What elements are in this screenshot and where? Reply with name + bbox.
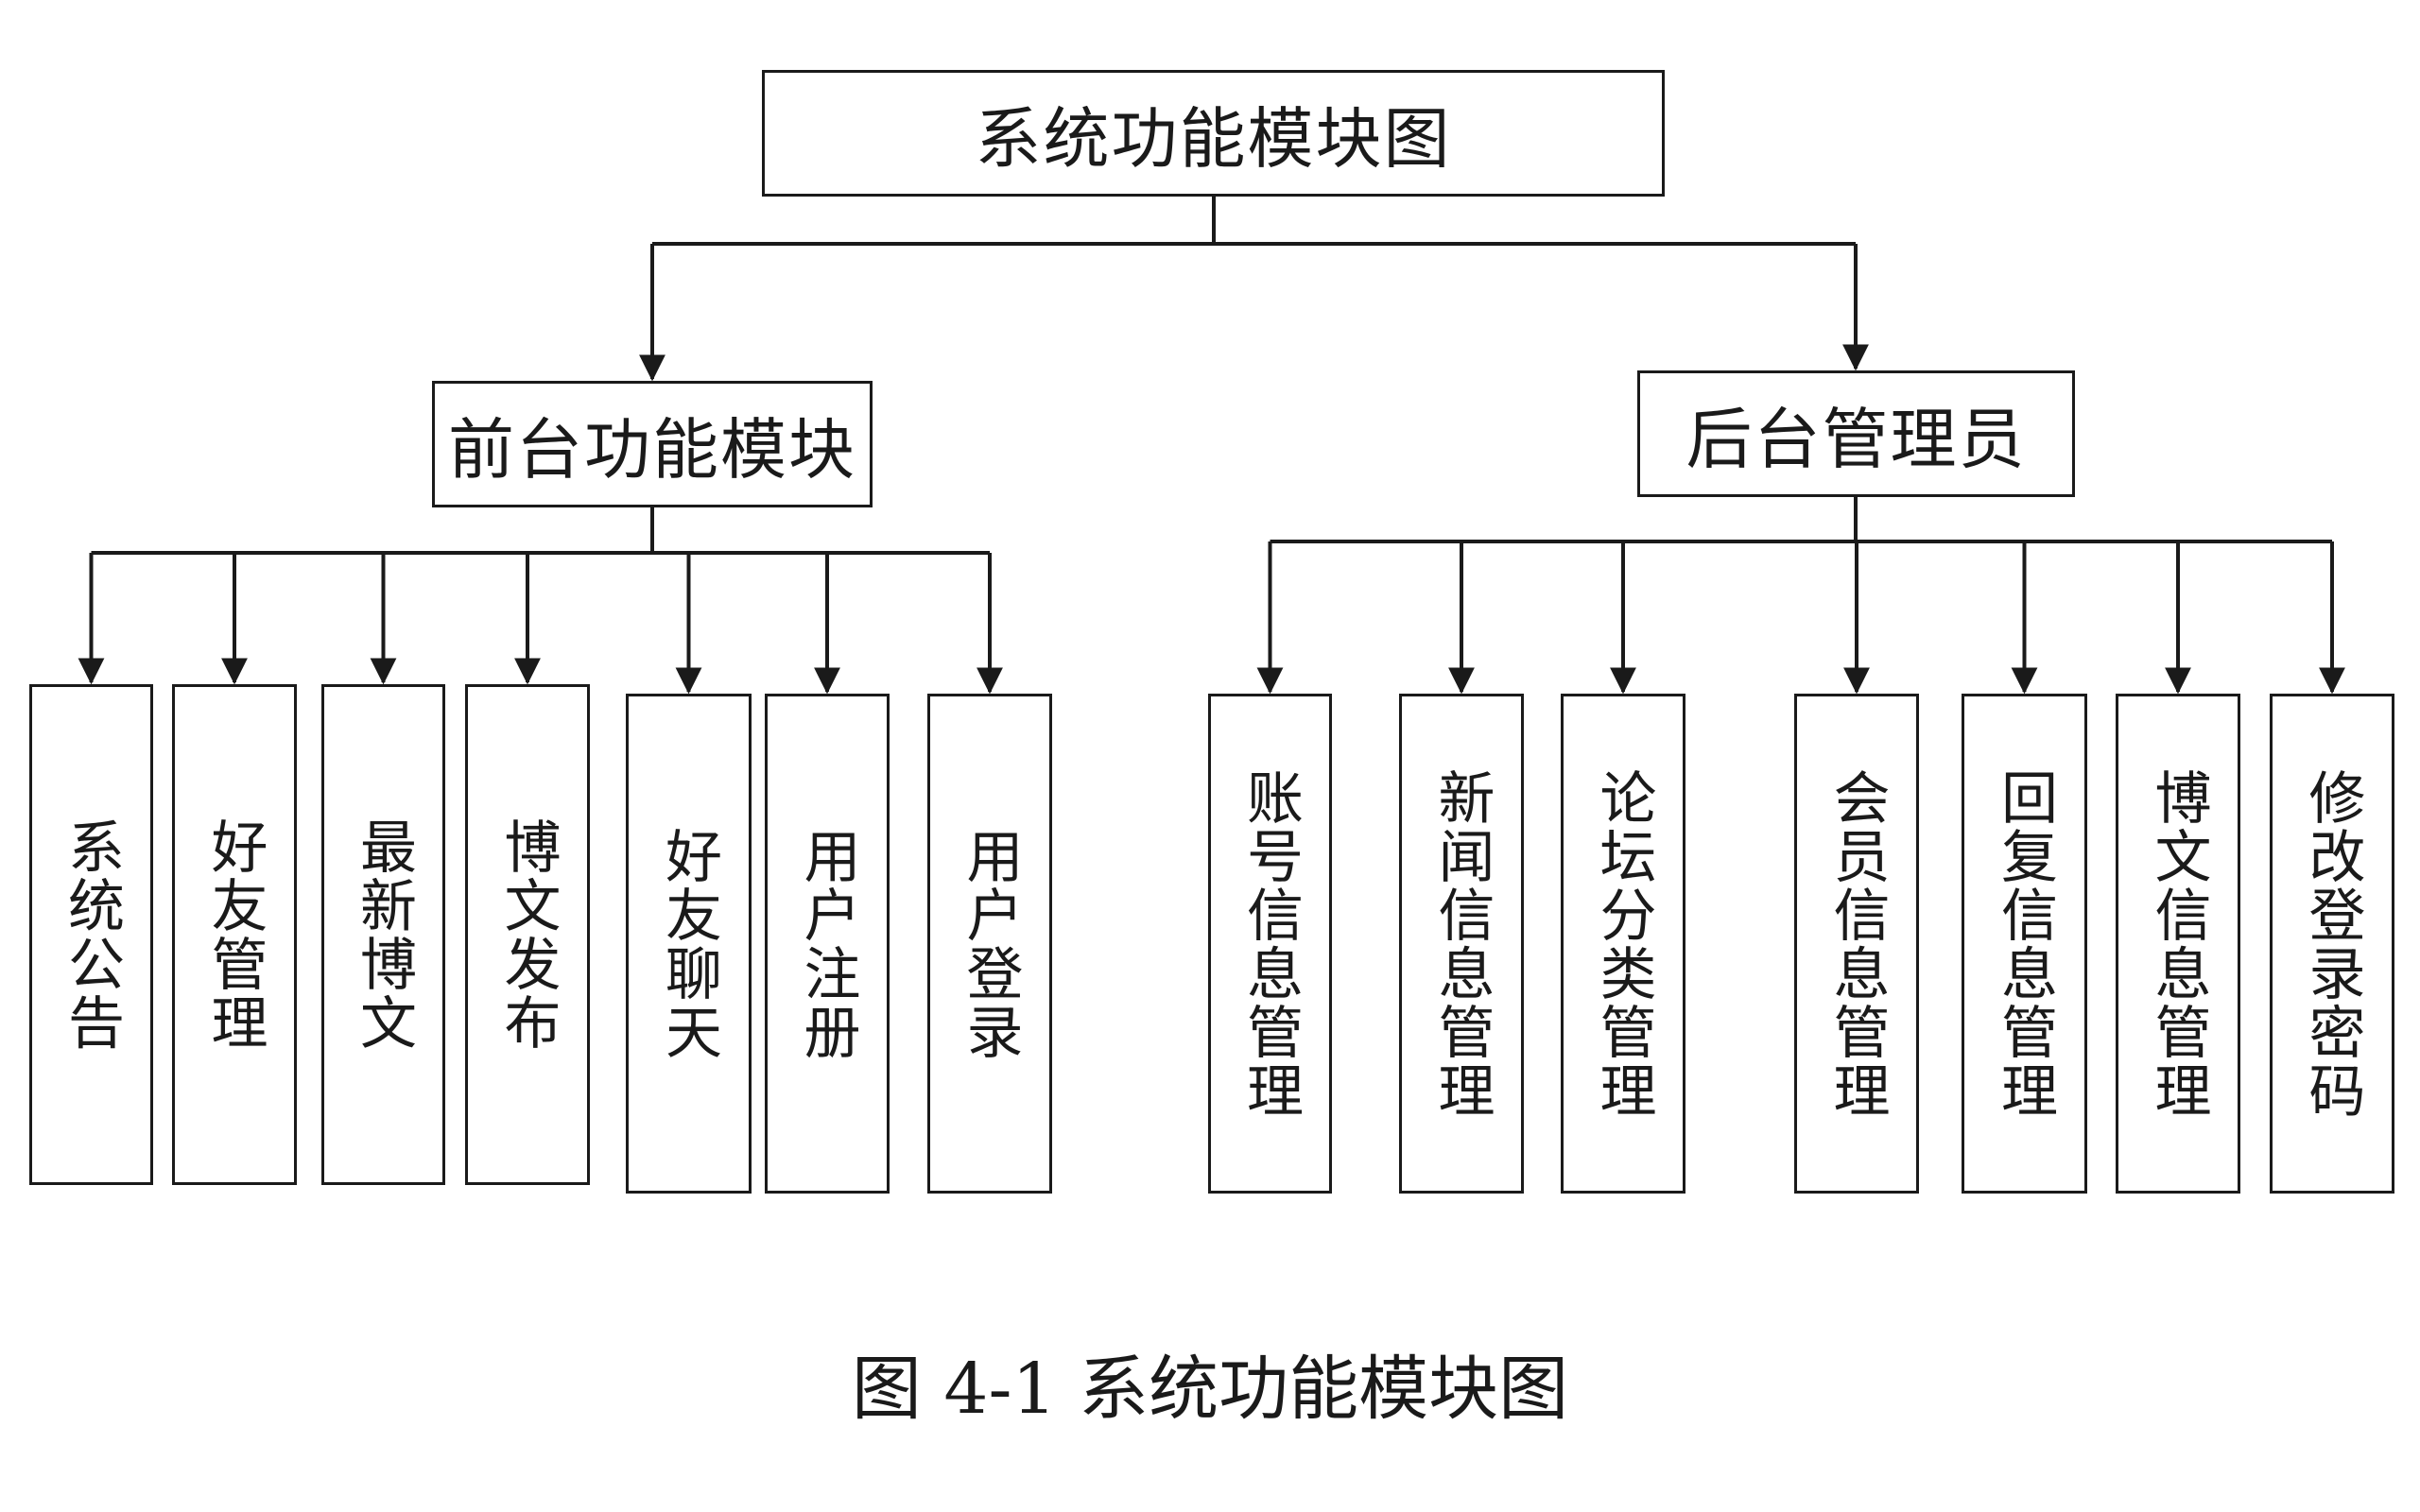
back-child-label: 论坛分类管理 (1590, 767, 1656, 1120)
front-child-node: 用户注册 (765, 694, 890, 1194)
front-child-node: 好友管理 (172, 684, 297, 1185)
front-child-node: 系统公告 (29, 684, 153, 1185)
front-child-node: 博文发布 (465, 684, 590, 1185)
back-child-label: 回复信息管理 (1991, 767, 2058, 1120)
back-child-label: 修改登录密码 (2299, 767, 2365, 1120)
front-child-label: 好友管理 (201, 817, 268, 1052)
front-child-label: 用户登录 (957, 826, 1023, 1061)
figure-caption: 图 4-1 系统功能模块图 (851, 1349, 1569, 1430)
front-child-label: 最新博文 (350, 817, 417, 1052)
back-child-node: 论坛分类管理 (1561, 694, 1685, 1194)
front-module-node: 前台功能模块 (432, 381, 873, 507)
front-child-label: 好友聊天 (655, 826, 722, 1061)
back-child-label: 会员信息管理 (1824, 767, 1890, 1120)
front-child-label: 系统公告 (58, 817, 125, 1052)
root-node-label: 系统功能模块图 (975, 99, 1452, 178)
back-child-label: 新闻信息管理 (1428, 767, 1495, 1120)
back-admin-node: 后台管理员 (1637, 370, 2075, 497)
back-child-node: 博文信息管理 (2116, 694, 2240, 1194)
back-child-label: 博文信息管理 (2145, 767, 2211, 1120)
front-module-label: 前台功能模块 (448, 410, 856, 489)
back-child-node: 修改登录密码 (2270, 694, 2394, 1194)
back-child-label: 账号信息管理 (1236, 767, 1304, 1120)
front-child-label: 博文发布 (494, 817, 561, 1052)
front-child-node: 好友聊天 (626, 694, 752, 1194)
back-child-node: 回复信息管理 (1962, 694, 2087, 1194)
back-admin-label: 后台管理员 (1685, 400, 2027, 478)
back-child-node: 账号信息管理 (1208, 694, 1332, 1194)
back-child-node: 会员信息管理 (1794, 694, 1919, 1194)
root-node: 系统功能模块图 (762, 70, 1665, 197)
back-child-node: 新闻信息管理 (1399, 694, 1524, 1194)
front-child-label: 用户注册 (794, 826, 860, 1061)
front-child-node: 用户登录 (927, 694, 1052, 1194)
front-child-node: 最新博文 (321, 684, 445, 1185)
